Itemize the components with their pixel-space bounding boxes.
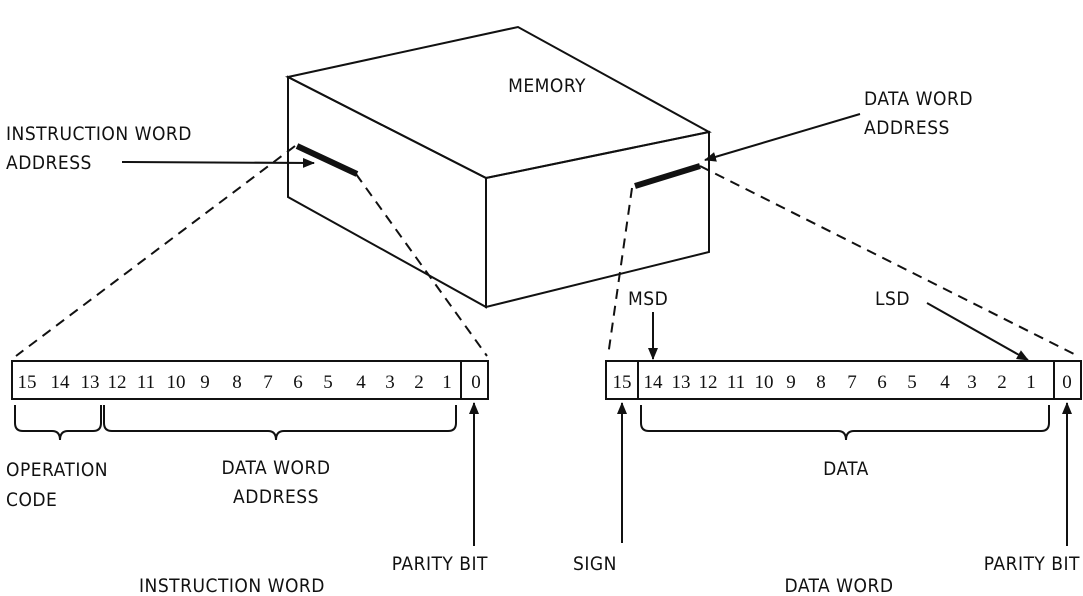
instruction-bit-11: 11 <box>137 372 155 393</box>
data-bit-13: 13 <box>672 372 691 393</box>
data-bit-3: 3 <box>967 372 977 393</box>
instruction-bit-12: 12 <box>108 372 127 393</box>
instruction-address-label-line2: ADDRESS <box>6 152 92 174</box>
data-bit-5: 5 <box>907 372 917 393</box>
operation-code-label-line1: OPERATION <box>6 459 108 481</box>
instruction-address-arrow <box>121 157 315 168</box>
instruction-bit-1: 1 <box>442 372 452 393</box>
data-register-outline <box>605 360 1082 400</box>
sign-label: SIGN <box>573 553 617 575</box>
instruction-address-field-label-line2: ADDRESS <box>233 486 319 508</box>
instruction-bit-2: 2 <box>414 372 424 393</box>
instruction-bit-8: 8 <box>232 372 242 393</box>
instruction-bit-4: 4 <box>356 372 366 393</box>
lsd-label: LSD <box>875 288 910 310</box>
instruction-address-field-label-line1: DATA WORD <box>221 457 330 479</box>
data-word-title: DATA WORD <box>784 575 893 596</box>
memory-box-top-face <box>285 25 712 180</box>
instruction-bit-13: 13 <box>81 372 100 393</box>
data-bit-0: 0 <box>1062 372 1072 393</box>
instruction-projection-right <box>355 173 488 357</box>
instruction-bit-3: 3 <box>385 372 395 393</box>
instruction-register-outline <box>11 360 489 400</box>
instruction-bit-7: 7 <box>263 372 273 393</box>
data-bit-10: 10 <box>755 372 774 393</box>
operation-code-label-line2: CODE <box>6 489 57 511</box>
data-bit-4: 4 <box>940 372 950 393</box>
instruction-address-brace <box>103 405 457 441</box>
data-bit-8: 8 <box>816 372 826 393</box>
data-field-brace <box>640 405 1050 441</box>
data-projection-left <box>607 187 633 357</box>
data-bit-14: 14 <box>644 372 664 393</box>
instruction-address-slot <box>295 143 359 177</box>
instruction-parity-label: PARITY BIT <box>392 553 488 575</box>
instruction-projection-left <box>15 145 296 357</box>
instruction-bit-0: 0 <box>471 372 481 393</box>
data-bit-7: 7 <box>847 372 857 393</box>
instruction-bit-6: 6 <box>293 372 303 393</box>
lsd-arrow <box>926 302 1029 361</box>
operation-code-brace <box>14 405 102 441</box>
memory-box-left-face <box>287 75 487 309</box>
msd-label: MSD <box>628 288 668 310</box>
data-address-arrow <box>704 113 861 162</box>
data-bit-6: 6 <box>877 372 887 393</box>
instruction-bit-5: 5 <box>323 372 333 393</box>
memory-label: MEMORY <box>508 75 586 97</box>
instruction-bit-9: 9 <box>200 372 210 393</box>
data-address-slot <box>634 163 701 189</box>
memory-box <box>285 25 712 309</box>
instruction-address-label-line1: INSTRUCTION WORD <box>6 123 192 145</box>
instruction-word-title: INSTRUCTION WORD <box>139 575 325 596</box>
data-bit-12: 12 <box>699 372 718 393</box>
data-projection-right <box>699 165 1079 357</box>
data-parity-label: PARITY BIT <box>984 553 1080 575</box>
memory-box-right-face <box>485 130 710 309</box>
data-bit-11: 11 <box>727 372 745 393</box>
data-bit-2: 2 <box>997 372 1007 393</box>
instruction-bit-10: 10 <box>167 372 186 393</box>
instruction-bit-15: 15 <box>18 372 37 393</box>
data-address-label-line2: ADDRESS <box>864 117 950 139</box>
data-bit-9: 9 <box>786 372 796 393</box>
instruction-bit-14: 14 <box>51 372 71 393</box>
data-bit-1: 1 <box>1026 372 1036 393</box>
data-address-label-line1: DATA WORD <box>864 88 973 110</box>
data-bit-15: 15 <box>613 372 632 393</box>
data-field-label: DATA <box>823 458 869 480</box>
